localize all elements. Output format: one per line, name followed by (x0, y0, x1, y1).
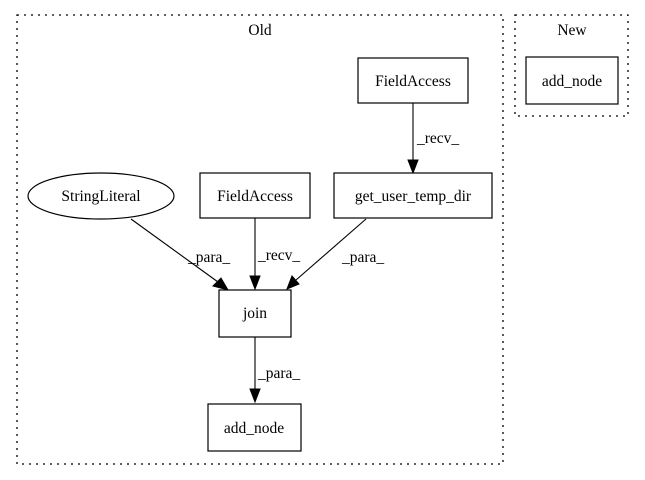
edge-label: _recv_ (257, 247, 300, 264)
arrowhead (249, 275, 261, 291)
node-get-user-temp-dir: get_user_temp_dir (333, 172, 493, 219)
edge-fieldaccess-to-join: _recv_ (249, 216, 300, 291)
node-label: add_node (542, 73, 602, 90)
node-label: FieldAccess (217, 188, 293, 205)
node-add-node-new: add_node (525, 56, 619, 105)
node-label: add_node (224, 420, 284, 437)
edge-line (130, 218, 219, 283)
node-join: join (218, 289, 292, 338)
arrowhead (407, 159, 419, 175)
node-add-node-old: add_node (207, 403, 302, 452)
edge-join-to-add-node: _para_ (249, 337, 300, 404)
edge-get-user-temp-dir-to-join: _para_ (286, 218, 384, 290)
edge-label: _para_ (257, 365, 300, 382)
node-label: get_user_temp_dir (355, 188, 472, 205)
node-label: StringLiteral (61, 188, 140, 205)
cluster-old: Old (16, 14, 504, 465)
node-stringliteral: StringLiteral (27, 172, 175, 220)
node-box (218, 289, 292, 338)
edge-label: _para_ (187, 249, 230, 266)
edge-line (295, 218, 367, 281)
edge-stringliteral-to-join: _para_ (130, 218, 230, 291)
node-box (525, 56, 619, 105)
node-box (207, 403, 302, 452)
node-label: FieldAccess (375, 73, 451, 90)
node-box (357, 57, 469, 104)
edge-label: _para_ (341, 249, 384, 266)
cluster-old-border (16, 14, 504, 465)
cluster-old-label: Old (248, 22, 272, 39)
node-box (199, 172, 311, 219)
arrowhead (212, 277, 230, 291)
arrowhead (286, 275, 300, 290)
cluster-new: New (514, 14, 629, 117)
node-ellipse (27, 172, 175, 220)
node-label: join (242, 305, 267, 322)
edge-fieldaccess-to-get-user-temp-dir: _recv_ (407, 103, 459, 175)
arrowhead (249, 388, 261, 404)
node-box (333, 172, 493, 219)
node-fieldaccess-mid: FieldAccess (199, 172, 311, 219)
cluster-new-border (514, 14, 629, 117)
cluster-new-label: New (557, 22, 587, 39)
edge-label: _recv_ (416, 130, 459, 147)
node-fieldaccess-top: FieldAccess (357, 57, 469, 104)
